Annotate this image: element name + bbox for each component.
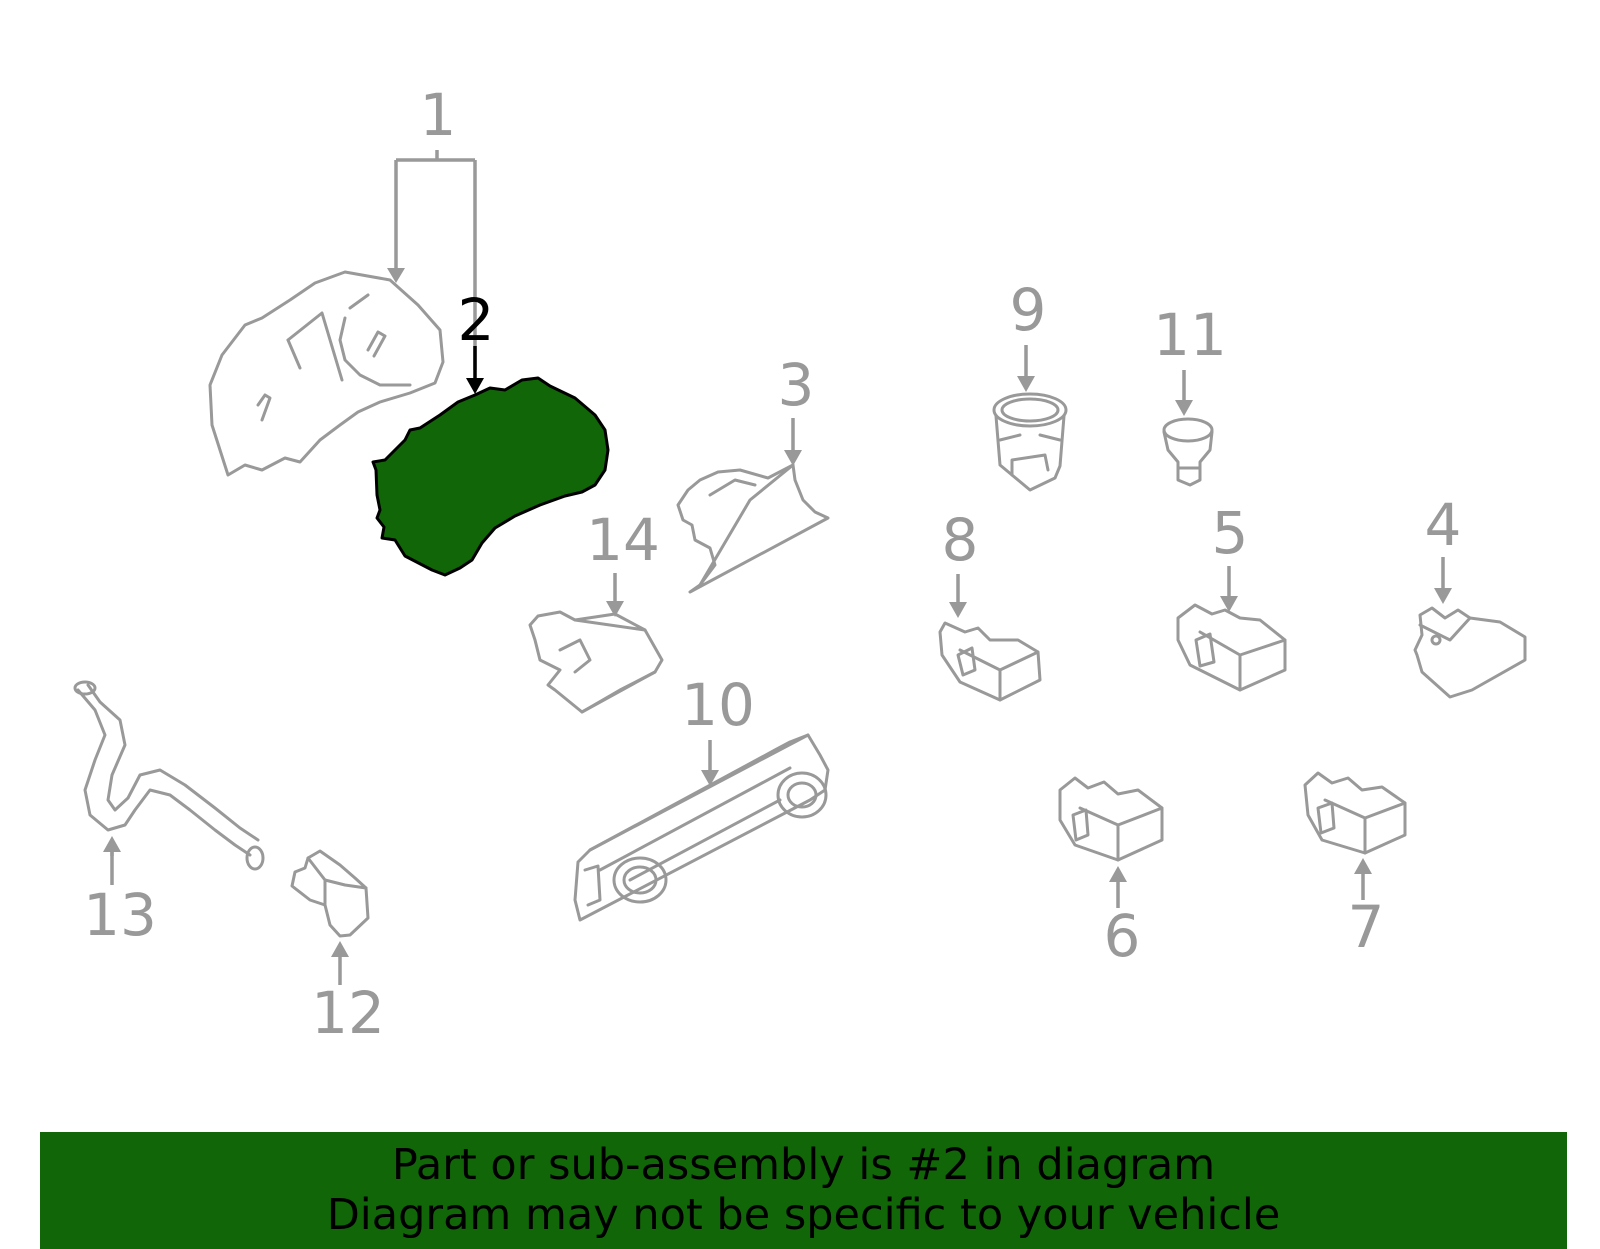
callout-7[interactable]: 7 bbox=[1348, 893, 1385, 961]
callout-2[interactable]: 2 bbox=[458, 286, 495, 354]
callout-10[interactable]: 10 bbox=[681, 671, 755, 739]
part-2-cluster-highlighted[interactable] bbox=[371, 376, 610, 577]
callout-4[interactable]: 4 bbox=[1425, 491, 1462, 559]
arrowhead-10 bbox=[701, 770, 719, 786]
part-14-switch-bracket[interactable] bbox=[528, 610, 664, 714]
leader-1 bbox=[394, 150, 477, 370]
arrowhead-2 bbox=[466, 378, 484, 394]
arrowhead-13 bbox=[103, 836, 121, 852]
leader-lines bbox=[103, 150, 1452, 985]
arrowhead-5 bbox=[1220, 596, 1238, 612]
arrowhead-6 bbox=[1109, 866, 1127, 882]
part-5-switch[interactable] bbox=[1176, 603, 1287, 692]
banner-disclaimer-text: Diagram may not be specific to your vehi… bbox=[326, 1190, 1281, 1240]
arrowhead-14 bbox=[606, 601, 624, 617]
arrowhead-12 bbox=[331, 941, 349, 957]
arrowhead-3 bbox=[784, 450, 802, 466]
arrowhead-9 bbox=[1017, 376, 1035, 392]
callout-12[interactable]: 12 bbox=[311, 979, 385, 1047]
part-9-socket[interactable] bbox=[992, 392, 1068, 492]
arrowhead-11 bbox=[1175, 400, 1193, 416]
part-3-glove-box[interactable] bbox=[676, 463, 830, 594]
part-13-hose[interactable] bbox=[73, 680, 265, 871]
callout-13[interactable]: 13 bbox=[83, 881, 157, 949]
part-1-cluster-housing[interactable] bbox=[208, 270, 445, 477]
callout-14[interactable]: 14 bbox=[586, 506, 660, 574]
part-8-switch[interactable] bbox=[938, 621, 1042, 702]
arrowhead-1a bbox=[387, 268, 405, 283]
callout-11[interactable]: 11 bbox=[1153, 301, 1227, 369]
part-10-climate-panel[interactable] bbox=[573, 733, 830, 922]
callout-6[interactable]: 6 bbox=[1104, 902, 1141, 970]
callout-1[interactable]: 1 bbox=[420, 81, 457, 149]
callout-9[interactable]: 9 bbox=[1010, 276, 1047, 344]
arrowhead-7 bbox=[1354, 858, 1372, 874]
part-12-sensor[interactable] bbox=[290, 849, 370, 938]
part-11-small-socket[interactable] bbox=[1162, 417, 1214, 487]
arrowhead-8 bbox=[949, 602, 967, 618]
callout-3[interactable]: 3 bbox=[778, 351, 815, 419]
banner-part-text: Part or sub-assembly is #2 in diagram bbox=[391, 1140, 1216, 1190]
callout-labels: 1 2 3 4 5 6 7 8 9 10 11 12 13 14 bbox=[83, 81, 1461, 1047]
part-4-cover[interactable] bbox=[1413, 606, 1527, 699]
part-7-switch[interactable] bbox=[1303, 771, 1407, 855]
info-banner: Part or sub-assembly is #2 in diagram Di… bbox=[40, 1132, 1567, 1249]
arrowhead-4 bbox=[1434, 588, 1452, 604]
callout-5[interactable]: 5 bbox=[1212, 499, 1249, 567]
part-6-switch[interactable] bbox=[1058, 776, 1164, 862]
callout-8[interactable]: 8 bbox=[942, 506, 979, 574]
